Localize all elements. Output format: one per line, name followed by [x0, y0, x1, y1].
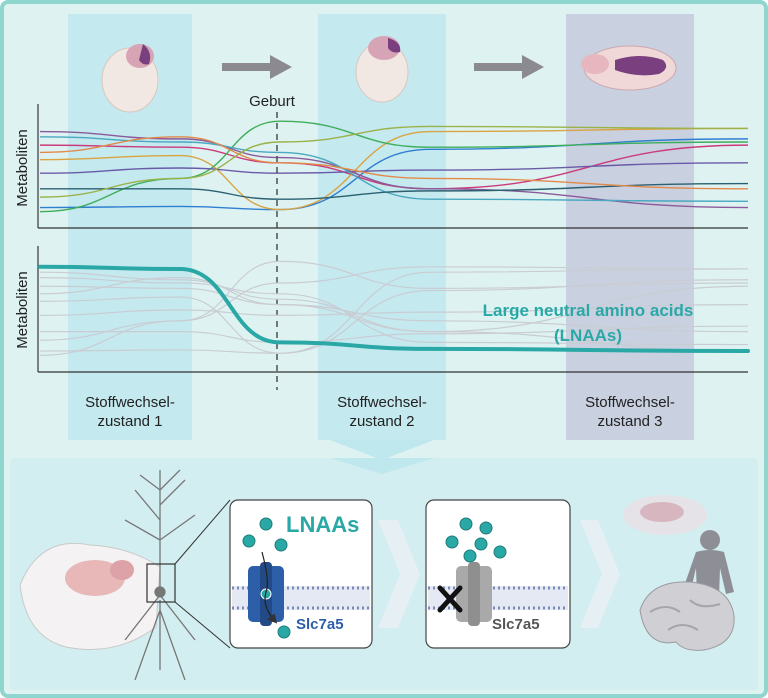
embryo-icon	[101, 44, 159, 113]
zoom-line-bottom	[174, 601, 231, 649]
stage-band-2-pointer	[330, 440, 434, 460]
transporter-label-1: Slc7a5	[296, 616, 344, 633]
stage-arrow-1	[222, 55, 292, 79]
lnaa-molecule	[242, 534, 256, 548]
stage-arrow-2	[474, 55, 544, 79]
transport-arrow	[261, 551, 278, 624]
lower-section	[10, 458, 758, 690]
x-mark-icon	[437, 585, 463, 613]
lnaa-molecule	[459, 517, 473, 531]
lnaa-series-line	[38, 264, 750, 354]
lnaa-molecule	[259, 517, 273, 531]
stage-3-label-line2: zustand 3	[597, 413, 662, 430]
lnaa-molecule	[445, 535, 459, 549]
stage-3-label-line1: Stoffwechsel-	[585, 394, 675, 411]
bottom-chart-ylabel: Metaboliten	[14, 271, 31, 349]
lnaa-label-line1: Large neutral amino acids	[483, 301, 694, 320]
neuron-icon	[124, 469, 196, 681]
top-series-line	[39, 125, 749, 198]
bottom-background-line	[40, 325, 749, 344]
lnaa-title: LNAAs	[286, 512, 359, 537]
transporter-label-2: Slc7a5	[492, 616, 540, 633]
lnaa-molecule	[463, 549, 477, 563]
top-series-line	[39, 127, 749, 211]
bottom-chart-highlight-series	[38, 264, 750, 354]
top-series-line	[39, 130, 749, 209]
top-chart: Metaboliten	[14, 104, 749, 229]
lower-pointer	[330, 458, 434, 474]
top-series-line	[39, 120, 749, 213]
bottom-chart-background-series	[39, 260, 749, 356]
bottom-background-line	[39, 260, 749, 356]
adult-mouse-brain-icon	[581, 45, 677, 91]
newborn-mouse-icon	[355, 36, 409, 103]
top-chart-ylabel: Metaboliten	[14, 129, 31, 207]
bottom-background-line	[39, 266, 749, 341]
stage-1-label-line1: Stoffwechsel-	[85, 394, 175, 411]
bottom-background-line	[39, 271, 749, 352]
lnaa-label-line2: (LNAAs)	[554, 326, 622, 345]
chevron-2	[580, 520, 620, 628]
neuron-zoom-box	[146, 563, 176, 603]
birth-label: Geburt	[249, 93, 296, 110]
bottom-background-line	[39, 304, 749, 317]
top-series-line	[39, 136, 749, 202]
stage-2-label-line1: Stoffwechsel-	[337, 394, 427, 411]
top-chart-series	[39, 120, 749, 213]
stage-1-label-line2: zustand 1	[97, 413, 162, 430]
top-series-line	[39, 136, 749, 190]
lnaa-molecule	[493, 545, 507, 559]
adult-mouse-brain-small-icon	[623, 495, 707, 535]
bottom-background-line	[39, 268, 749, 354]
top-series-line	[39, 162, 749, 174]
human-brain-icon	[639, 581, 735, 651]
chevron-1	[378, 520, 420, 628]
panel-transport-active: LNAAs Slc7a5	[229, 499, 373, 649]
top-series-line	[40, 182, 749, 200]
lnaa-molecule	[274, 538, 288, 552]
stage-2-label-line2: zustand 2	[349, 413, 414, 430]
panel-transport-blocked: Slc7a5	[425, 499, 571, 649]
bottom-background-line	[39, 276, 749, 333]
bottom-background-line	[39, 277, 749, 346]
bottom-chart: Metaboliten Large neutral amino acids (L…	[14, 246, 750, 373]
mouse-head-icon	[19, 542, 161, 650]
zoom-line-top	[174, 499, 231, 565]
lnaa-molecule	[277, 625, 291, 639]
lnaa-molecule	[479, 521, 493, 535]
lnaa-molecule	[474, 537, 488, 551]
